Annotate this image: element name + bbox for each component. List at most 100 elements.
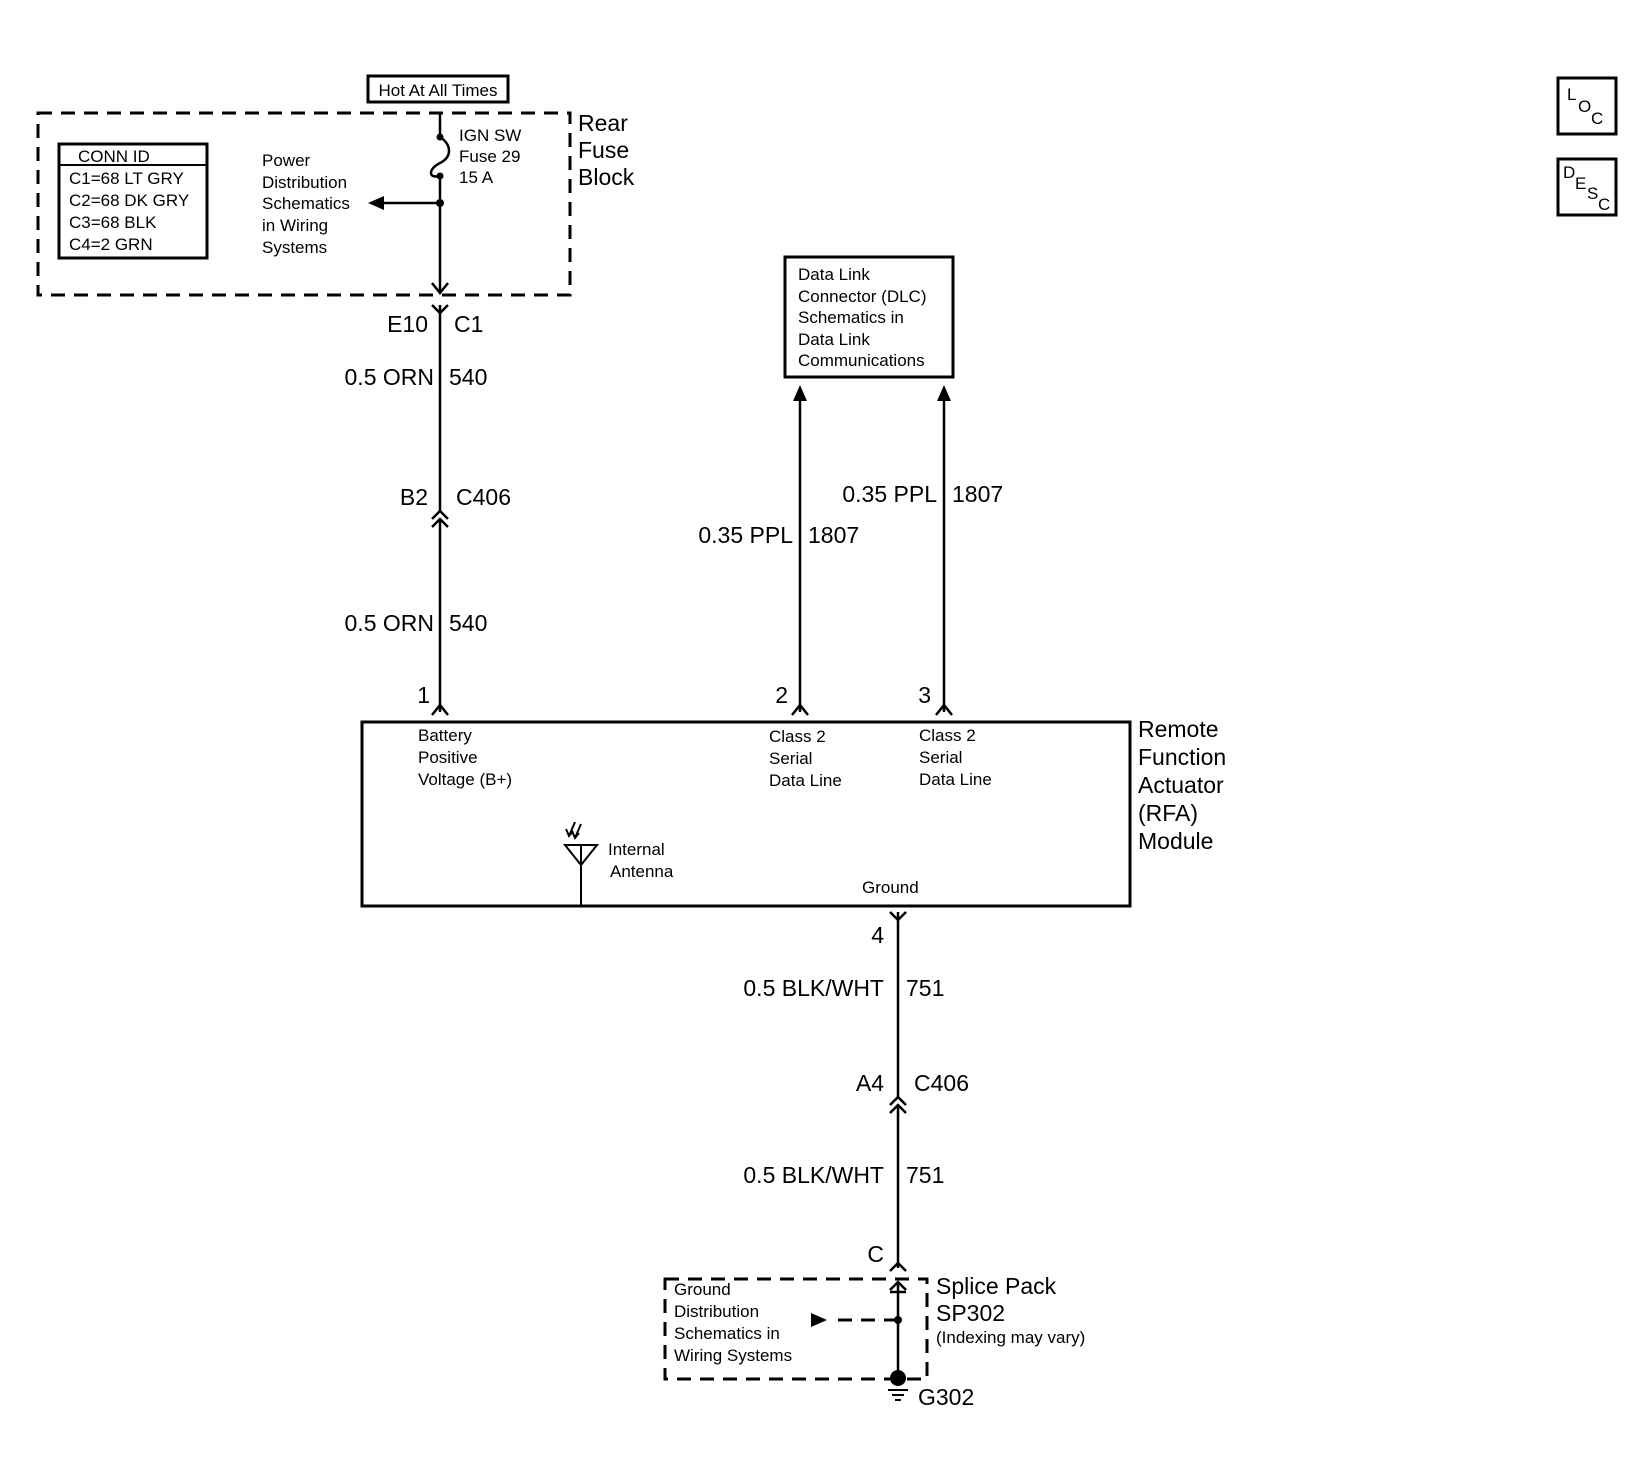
hot-at-all-times-text: Hot At All Times: [378, 81, 497, 100]
ground-ref-line: Wiring Systems: [674, 1346, 792, 1365]
loc-letter: O: [1578, 97, 1591, 116]
dlc-line: Schematics in: [798, 308, 904, 327]
module-pin-4: 4: [871, 922, 884, 948]
fuse-label-line: 15 A: [459, 168, 494, 187]
ground-ref-arrow-icon: [811, 1313, 827, 1327]
fuse-symbol: [429, 113, 451, 180]
circuit-540: E10 C1 0.5 ORN 540 B2 C406 0.5 ORN 540 1: [345, 304, 511, 716]
power-ref-arrow: [368, 196, 384, 210]
module-pin-3: 3: [918, 682, 931, 708]
module-pin-1: 1: [417, 682, 430, 708]
rfa-module-name: Actuator: [1138, 772, 1224, 798]
power-ref-line: Systems: [262, 238, 327, 257]
ground-label: Ground: [862, 878, 919, 897]
c406-pin-a4: A4: [856, 1070, 884, 1096]
pin3-function: Serial: [919, 748, 962, 767]
dlc-line: Data Link: [798, 265, 870, 284]
desc-letter: C: [1598, 195, 1610, 214]
loc-letter: L: [1567, 85, 1576, 104]
ground-ref-line: Schematics in: [674, 1324, 780, 1343]
module-pin-2: 2: [775, 682, 788, 708]
c1-arrow-icon: [431, 282, 449, 296]
loc-button[interactable]: L O C: [1556, 76, 1618, 136]
dlc-arrow-icon: [937, 385, 951, 401]
ground-ref-line: Ground: [674, 1280, 731, 1299]
power-ref-line: Distribution: [262, 173, 347, 192]
fuse-label-line: IGN SW: [459, 126, 521, 145]
dlc-arrow-icon: [793, 385, 807, 401]
conn-id-row: C3=68 BLK: [69, 213, 157, 232]
c406-name: C406: [456, 484, 511, 510]
pin1-function: Voltage (B+): [418, 770, 512, 789]
loc-letter: C: [1591, 109, 1603, 128]
pin1-function: Battery: [418, 726, 472, 745]
fuse-label-line: Fuse 29: [459, 147, 520, 166]
rfa-module-name: (RFA): [1138, 800, 1198, 826]
rear-fuse-block-title-2: Fuse: [578, 137, 629, 163]
splice-pack-name: Splice Pack: [936, 1273, 1057, 1299]
conn-id-table: CONN ID C1=68 LT GRY C2=68 DK GRY C3=68 …: [57, 142, 209, 260]
rfa-module-outline: [360, 720, 1132, 908]
c406-pin-b2: B2: [400, 484, 428, 510]
antenna-label: Antenna: [610, 862, 674, 881]
c1-name: C1: [454, 311, 483, 337]
circuit-1807-pin2: 0.35 PPL 1807 2: [698, 385, 859, 716]
splice-pin-c-connector-icon: [889, 1261, 907, 1272]
pin2-connector-icon: [791, 702, 809, 716]
wire-1807-a-color: 0.35 PPL: [698, 522, 793, 548]
pin3-connector-icon: [935, 702, 953, 716]
circuit-1807-pin3: 0.35 PPL 1807 3: [842, 385, 1003, 716]
pin1-function: Positive: [418, 748, 478, 767]
wire-540-upper-color: 0.5 ORN: [345, 364, 434, 390]
wire-540-lower-color: 0.5 ORN: [345, 610, 434, 636]
dlc-line: Communications: [798, 351, 925, 370]
rear-fuse-block-title-3: Block: [578, 164, 635, 190]
pin3-function: Data Line: [919, 770, 992, 789]
wire-1807-b-color: 0.35 PPL: [842, 481, 937, 507]
pin3-function: Class 2: [919, 726, 976, 745]
conn-id-title: CONN ID: [78, 147, 150, 166]
conn-id-row: C2=68 DK GRY: [69, 191, 189, 210]
desc-button[interactable]: D E S C: [1556, 157, 1618, 217]
desc-letter: D: [1563, 163, 1575, 182]
wire-1807-a-circuit: 1807: [808, 522, 859, 548]
wire-751-lower-circuit: 751: [906, 1162, 944, 1188]
ground-id: G302: [918, 1384, 974, 1410]
ground-distribution-reference[interactable]: Ground Distribution Schematics in Wiring…: [674, 1280, 792, 1365]
desc-letter: S: [1587, 184, 1598, 203]
splice-pack-name: SP302: [936, 1300, 1005, 1326]
c1-pin: E10: [387, 311, 428, 337]
dlc-line: Connector (DLC): [798, 287, 927, 306]
antenna-label: Internal: [608, 840, 665, 859]
ground-icon: [888, 1370, 908, 1401]
splice-pack-sp302: Ground Distribution Schematics in Wiring…: [663, 1273, 1085, 1410]
wire-540-lower-circuit: 540: [449, 610, 487, 636]
antenna-icon: [562, 821, 600, 906]
pin1-connector-icon: [431, 702, 449, 716]
wire-751-lower-color: 0.5 BLK/WHT: [743, 1162, 884, 1188]
wire-540-upper-circuit: 540: [449, 364, 487, 390]
hot-at-all-times-label: Hot At All Times: [366, 74, 510, 104]
conn-id-row: C1=68 LT GRY: [69, 169, 184, 188]
rear-fuse-block-outline: [36, 111, 572, 297]
rear-fuse-block-title-1: Rear: [578, 110, 628, 136]
power-distribution-reference[interactable]: Power Distribution Schematics in Wiring …: [262, 151, 350, 257]
pin2-function: Data Line: [769, 771, 842, 790]
rfa-module: Remote Function Actuator (RFA) Module Ba…: [360, 716, 1226, 908]
splice-pack-note: (Indexing may vary): [936, 1328, 1085, 1347]
c406-name: C406: [914, 1070, 969, 1096]
rfa-module-name: Remote: [1138, 716, 1219, 742]
rear-fuse-block: Rear Fuse Block CONN ID C1=68 LT GRY C2=…: [36, 110, 635, 297]
circuit-751: 4 0.5 BLK/WHT 751 A4 C406 0.5 BLK/WHT 75…: [743, 911, 969, 1272]
pin2-function: Serial: [769, 749, 812, 768]
power-ref-line: Power: [262, 151, 311, 170]
splice-pack-outline: [663, 1277, 929, 1381]
splice-pin-c: C: [867, 1241, 884, 1267]
dlc-reference[interactable]: Data Link Connector (DLC) Schematics in …: [783, 255, 955, 379]
conn-id-row: C4=2 GRN: [69, 235, 153, 254]
wire-751-upper-circuit: 751: [906, 975, 944, 1001]
pin2-function: Class 2: [769, 727, 826, 746]
power-ref-line: in Wiring: [262, 216, 328, 235]
rfa-module-name: Function: [1138, 744, 1226, 770]
